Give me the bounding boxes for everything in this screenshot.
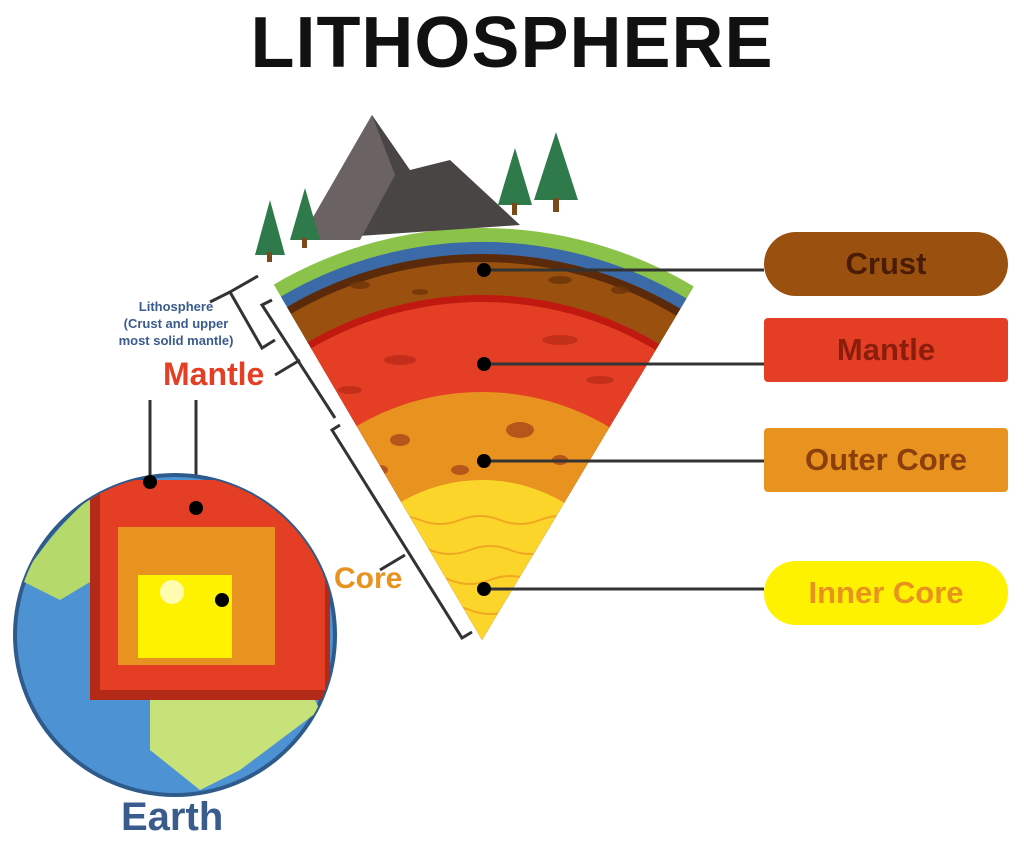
earth-globe — [13, 473, 337, 797]
outer-core-label: Outer Core — [805, 442, 967, 477]
earth-label: Earth — [121, 795, 224, 839]
mantle-label: Mantle — [836, 332, 936, 367]
page-title: LITHOSPHERE — [250, 3, 774, 83]
brackets — [209, 274, 473, 641]
trees — [255, 132, 578, 262]
inner-core-layer — [401, 479, 565, 640]
inner-core-label-box: Inner Core — [764, 561, 1008, 625]
lithosphere-label-line1: Lithosphere — [138, 299, 214, 314]
core-annotation: Core — [334, 562, 403, 595]
mountains — [300, 115, 520, 240]
lithosphere-label-line3: most solid mantle) — [118, 333, 234, 348]
crust-label: Crust — [845, 246, 927, 281]
outer-core-label-box: Outer Core — [764, 428, 1008, 492]
inner-core-label: Inner Core — [808, 575, 964, 610]
crust-label-box: Crust — [764, 232, 1008, 296]
lithosphere-annotation: Lithosphere (Crust and upper most solid … — [96, 298, 256, 349]
mantle-annotation: Mantle — [163, 356, 265, 392]
mantle-label-box: Mantle — [764, 318, 1008, 382]
earth-wedge — [273, 228, 694, 640]
marker-dots — [143, 263, 491, 607]
lithosphere-label-line2: (Crust and upper — [123, 316, 229, 331]
